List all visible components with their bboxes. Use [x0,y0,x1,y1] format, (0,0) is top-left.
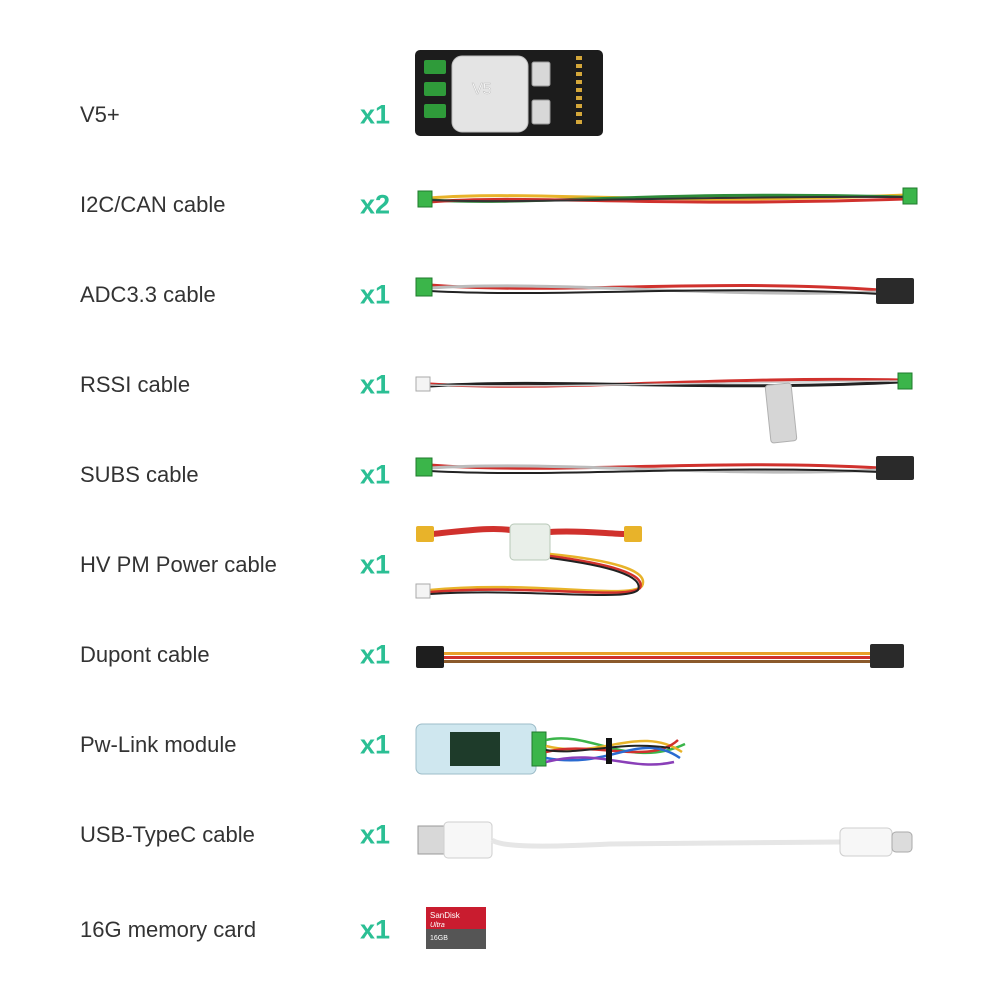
item-row-adc-cable: ADC3.3 cable x1 [0,250,1000,340]
item-name: RSSI cable [80,372,191,397]
item-name: Pw-Link module [80,732,237,757]
item-quantity: x1 [360,914,391,945]
i2c-can-cable-image [417,187,918,208]
adc-cable-image [415,277,914,304]
item-row-usb-typec-cable: USB-TypeC cable x1 [0,790,1000,880]
flight-controller-image: V5 [415,50,603,136]
item-name: 16G memory card [80,917,257,942]
device-logo: V5 [472,81,492,98]
item-row-subs-cable: SUBS cable x1 [0,430,1000,520]
item-quantity: x1 [360,639,391,670]
rssi-cable-image [415,372,913,444]
item-row-memory-card: 16G memory card x1 SanDisk Ultra 16GB [0,885,1000,975]
item-quantity: x1 [360,99,391,130]
item-quantity: x1 [360,279,391,310]
item-row-power-module: HV PM Power cable x1 [0,520,1000,610]
item-name: SUBS cable [80,462,199,487]
card-capacity: 16GB [430,935,448,942]
item-quantity: x1 [360,819,391,850]
item-row-rssi-cable: RSSI cable x1 [0,340,1000,444]
item-name: Dupont cable [80,642,210,667]
item-quantity: x1 [360,729,391,760]
item-row-dupont-cable: Dupont cable x1 [0,610,1000,700]
usb-typec-cable-image [417,821,913,859]
item-name: USB-TypeC cable [80,822,255,847]
item-quantity: x1 [360,369,391,400]
power-module-image [415,523,645,599]
card-line: Ultra [430,922,445,929]
pw-link-module-image [415,723,686,775]
item-quantity: x1 [360,549,391,580]
item-row-v5: V5+ x1 V5 [0,50,1000,160]
card-brand: SanDisk [430,911,461,920]
dupont-cable-image [416,644,904,668]
item-row-i2c-can-cable: I2C/CAN cable x2 [0,160,1000,250]
item-name: ADC3.3 cable [80,282,216,307]
item-name: V5+ [80,102,120,127]
item-row-pw-link-module: Pw-Link module x1 [0,700,1000,790]
subs-cable-image [415,456,914,480]
memory-card-image: SanDisk Ultra 16GB [426,907,486,949]
item-name: I2C/CAN cable [80,192,226,217]
item-quantity: x2 [360,189,391,220]
item-name: HV PM Power cable [80,552,277,577]
item-quantity: x1 [360,459,391,490]
